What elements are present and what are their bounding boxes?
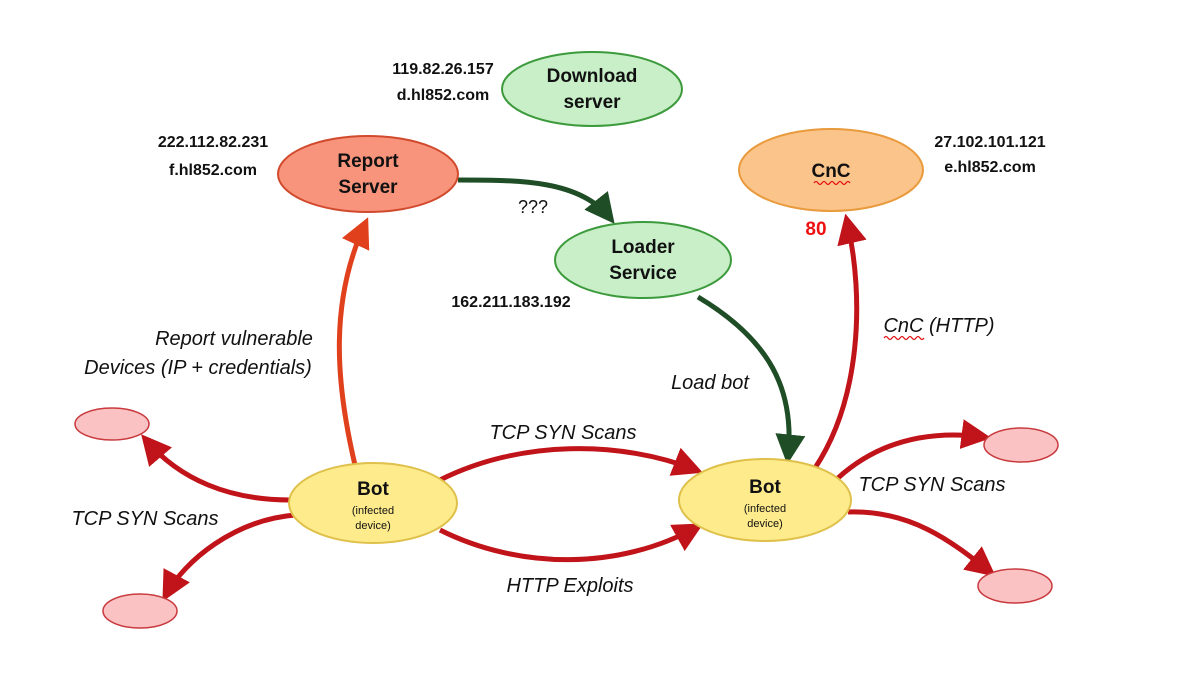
edge-label-load-bot: Load bot	[671, 372, 750, 394]
cnc-spellcheck-squiggle	[813, 180, 851, 186]
loader-service-ip: 162.211.183.192	[451, 294, 570, 311]
bot-left-sub-line1: (infected	[352, 505, 394, 517]
download-server-domain: d.hl852.com	[397, 87, 489, 104]
node-loader-service: Loader Service	[554, 221, 732, 299]
loader-service-shape	[555, 222, 731, 298]
cnc-outline	[738, 128, 924, 212]
download-server-outline	[501, 51, 683, 127]
bot-left-title: Bot	[357, 479, 389, 500]
bot-right-shape	[679, 459, 851, 541]
report-server-label-line1: Report	[337, 151, 399, 172]
edge-label-tcp-syn-scans-left: TCP SYN Scans	[71, 508, 218, 530]
report-server-domain: f.hl852.com	[169, 162, 257, 179]
edge-label-report-vulnerable-line2: Devices (IP + credentials)	[84, 357, 312, 379]
bot-left-sub-line2: device)	[355, 520, 390, 532]
node-cnc: CnC	[738, 128, 924, 212]
edge-scan-lower-left	[162, 512, 296, 602]
download-server-shape	[502, 52, 682, 126]
bot-right-sub-line2: device)	[747, 518, 782, 530]
cnc-shape	[739, 129, 923, 211]
loader-service-label-line1: Loader	[611, 237, 675, 258]
node-bot-right: Bot (infected device)	[678, 458, 852, 542]
edge-scan-upper-right	[836, 419, 992, 480]
report-server-label-line2: Server	[338, 177, 398, 198]
bot-left-shape	[289, 463, 457, 543]
edge-report-server-to-loader	[457, 177, 615, 224]
target-device-upper-left	[74, 407, 150, 441]
target-device-lower-left	[102, 593, 178, 629]
edge-scan-lower-right	[847, 509, 996, 577]
bot-right-title: Bot	[749, 477, 781, 498]
target-device-upper-right	[983, 427, 1059, 463]
cnc-domain: e.hl852.com	[944, 159, 1036, 176]
report-server-ip: 222.112.82.231	[158, 134, 268, 151]
loader-service-label-line2: Service	[609, 263, 677, 284]
loader-service-outline	[554, 221, 732, 299]
bot-right-outline	[678, 458, 852, 542]
bot-left-outline	[288, 462, 458, 544]
edge-loader-to-bot	[696, 294, 806, 465]
cnc-http-spellcheck-squiggle	[883, 335, 925, 341]
edge-label-http-exploits: HTTP Exploits	[506, 575, 633, 597]
edge-label-cnc-http: CnC (HTTP)	[883, 315, 994, 337]
download-server-label-line2: server	[563, 92, 621, 113]
edge-scan-upper-left	[141, 434, 291, 503]
edge-http-exploits	[438, 523, 704, 563]
report-server-shape	[278, 136, 458, 212]
edge-label-report-vulnerable-line1: Report vulnerable	[155, 328, 313, 350]
node-download-server: Download server	[501, 51, 683, 127]
cnc-label: CnC	[811, 161, 850, 182]
node-bot-left: Bot (infected device)	[288, 462, 458, 544]
edge-bot-to-cnc	[812, 213, 867, 470]
target-device-lower-right	[977, 568, 1053, 604]
download-server-label-line1: Download	[547, 66, 638, 87]
cnc-ip: 27.102.101.121	[934, 134, 1045, 151]
node-report-server: Report Server	[277, 135, 459, 213]
bot-right-sub-line1: (infected	[744, 503, 786, 515]
edge-label-tcp-syn-scans-center: TCP SYN Scans	[489, 422, 636, 444]
report-server-outline	[277, 135, 459, 213]
edge-label-unknown: ???	[518, 197, 548, 217]
edge-bot-to-report-server	[336, 217, 370, 466]
cnc-port: 80	[805, 219, 826, 240]
edge-label-tcp-syn-scans-right: TCP SYN Scans	[858, 474, 1005, 496]
download-server-ip: 119.82.26.157	[392, 61, 494, 78]
edge-tcp-syn-scans-center	[438, 446, 703, 483]
